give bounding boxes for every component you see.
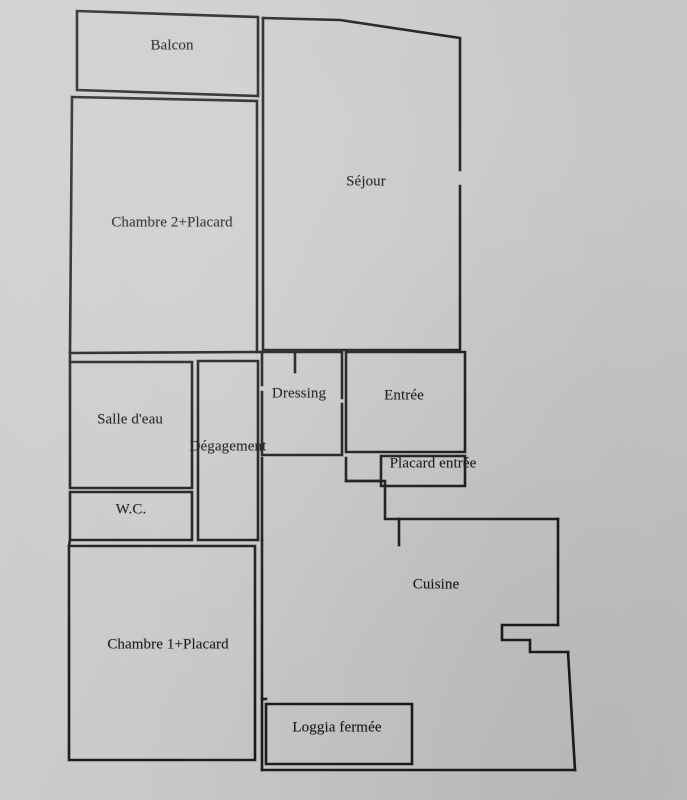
room-outline-chambre1 (67, 544, 257, 762)
room-outline-dressing (260, 350, 344, 457)
room-label-chambre1: Chambre 1+Placard (107, 636, 229, 653)
room-label-salle-d-eau: Salle d'eau (97, 411, 163, 428)
room-label-chambre2: Chambre 2+Placard (111, 214, 233, 231)
room-label-degagement: Dégagement (189, 438, 267, 455)
room-label-placard-entree: Placard entrée (389, 455, 477, 472)
room-label-loggia: Loggia fermée (292, 719, 382, 736)
room-outline-loggia (264, 702, 414, 766)
room-label-dressing: Dressing (271, 385, 327, 402)
room-outline-salle-d-eau (68, 360, 194, 490)
room-outline-balcon (75, 9, 260, 98)
room-label-wc: W.C. (115, 501, 147, 518)
room-label-entree: Entrée (384, 387, 424, 404)
room-label-sejour: Séjour (346, 173, 386, 190)
room-outline-cuisine (260, 456, 577, 772)
room-outline-entree (344, 350, 467, 454)
room-outline-wc (68, 490, 194, 542)
room-outline-degagement (196, 359, 260, 542)
room-label-cuisine: Cuisine (412, 576, 460, 593)
room-label-balcon: Balcon (150, 37, 194, 54)
outer-boundary-walls (67, 350, 268, 701)
room-outline-sejour (261, 16, 462, 352)
room-outline-placard-entree (379, 454, 467, 488)
